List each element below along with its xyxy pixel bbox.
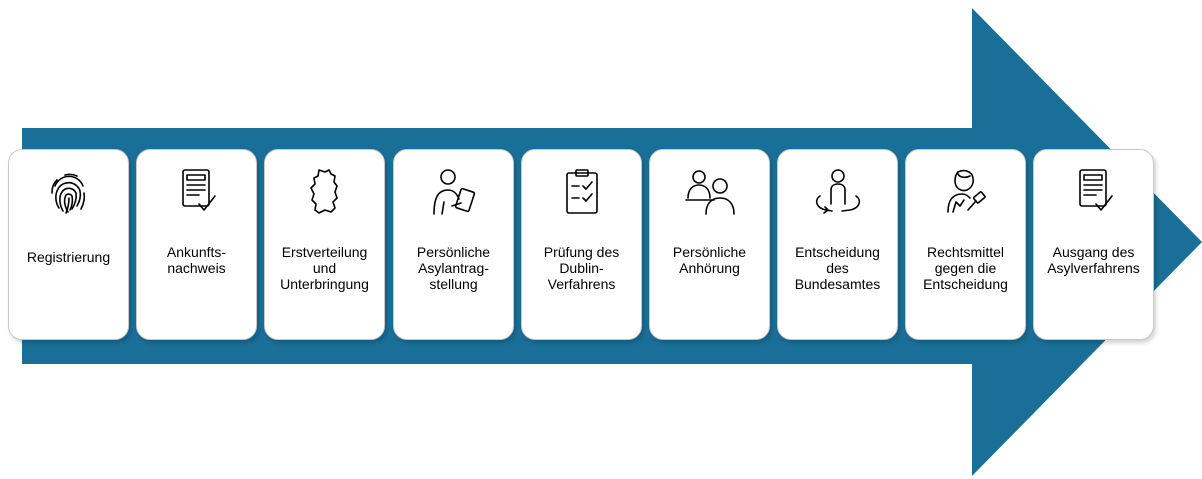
interview-icon [650, 164, 769, 220]
step-label: Prüfung des Dublin- Verfahrens [543, 244, 620, 292]
step-label: Ankunfts- nachweis [166, 244, 227, 276]
step-card-registrierung[interactable]: Registrierung [8, 149, 129, 340]
germany-map-icon [265, 164, 384, 220]
step-card-dublin[interactable]: Prüfung des Dublin- Verfahrens [521, 149, 642, 340]
step-card-entscheidung[interactable]: Entscheidung des Bundesamtes [777, 149, 898, 340]
step-card-erstverteilung[interactable]: Erstverteilung und Unterbringung [264, 149, 385, 340]
fingerprint-icon [9, 164, 128, 220]
step-card-anhoerung[interactable]: Persönliche Anhörung [649, 149, 770, 340]
step-card-ankunftsnachweis[interactable]: Ankunfts- nachweis [136, 149, 257, 340]
judge-gavel-icon [906, 164, 1025, 220]
step-label: Rechtsmittel gegen die Entscheidung [923, 244, 1008, 292]
document-check-icon [137, 164, 256, 220]
clipboard-checklist-icon [522, 164, 641, 220]
step-card-asylantragstellung[interactable]: Persönliche Asylantrag- stellung [393, 149, 514, 340]
step-label: Ausgang des Asylverfahrens [1047, 244, 1140, 276]
step-label: Registrierung [26, 249, 111, 265]
step-label: Erstverteilung und Unterbringung [280, 244, 369, 292]
step-label: Persönliche Asylantrag- stellung [416, 244, 491, 292]
step-card-rechtsmittel[interactable]: Rechtsmittel gegen die Entscheidung [905, 149, 1026, 340]
step-label: Entscheidung des Bundesamtes [794, 244, 881, 292]
step-card-ausgang[interactable]: Ausgang des Asylverfahrens [1033, 149, 1154, 340]
person-cycle-icon [778, 164, 897, 220]
person-tablet-icon [394, 164, 513, 220]
document-check-icon [1034, 164, 1153, 220]
step-label: Persönliche Anhörung [672, 244, 747, 276]
